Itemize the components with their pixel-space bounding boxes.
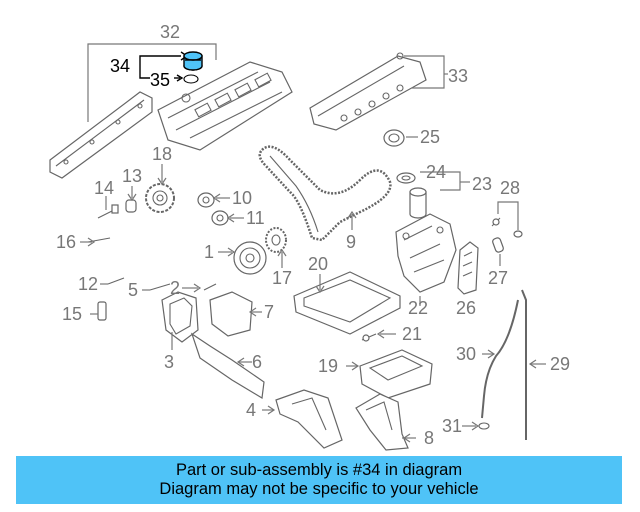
callout-28[interactable]: 28 — [500, 178, 520, 198]
callout-6[interactable]: 6 — [252, 352, 262, 372]
part-12-bolt — [100, 277, 125, 285]
part-30-dipstick-tube — [481, 299, 519, 419]
callout-26[interactable]: 26 — [456, 298, 476, 318]
part-19-oil-pan-lower — [346, 349, 433, 399]
part-10-roller — [197, 192, 230, 208]
callout-23[interactable]: 23 — [472, 174, 492, 194]
callout-32[interactable]: 32 — [160, 22, 180, 42]
callout-27[interactable]: 27 — [488, 268, 508, 288]
part-3-timing-cover — [161, 291, 199, 350]
callout-30[interactable]: 30 — [456, 344, 476, 364]
part-5-bolt — [142, 283, 171, 291]
callout-34[interactable]: 34 — [110, 56, 130, 76]
callout-11[interactable]: 11 — [246, 208, 265, 228]
callout-31[interactable]: 31 — [442, 416, 462, 436]
part-22-oil-pump — [395, 213, 457, 306]
part-8-bracket — [355, 393, 416, 451]
part-4-bracket — [262, 389, 343, 449]
callout-3[interactable]: 3 — [164, 352, 174, 372]
part-24-oil-filter — [396, 171, 470, 219]
parts-diagram: 32 34 35 33 25 18 13 14 10 11 16 1 17 9 … — [49, 22, 570, 451]
part-2-bolt — [182, 283, 217, 293]
part-35-seal — [139, 68, 199, 84]
callout-15[interactable]: 15 — [62, 304, 82, 324]
part-17-sprocket — [265, 227, 287, 268]
part-18-sprocket — [145, 164, 175, 213]
callout-14[interactable]: 14 — [94, 178, 114, 198]
callout-35[interactable]: 35 — [150, 70, 170, 90]
callout-21[interactable]: 21 — [402, 324, 422, 344]
callout-22[interactable]: 22 — [408, 298, 428, 318]
callout-19[interactable]: 19 — [318, 356, 338, 376]
part-29-dipstick — [521, 289, 546, 440]
part-31-oring — [462, 421, 490, 431]
callout-9[interactable]: 9 — [346, 232, 356, 252]
part-25-seal — [383, 129, 418, 147]
part-20-oil-pan-upper — [293, 271, 401, 335]
banner-line-1: Part or sub-assembly is #34 in diagram — [175, 461, 463, 479]
part-15-sensor — [90, 301, 107, 321]
callout-33[interactable]: 33 — [448, 66, 468, 86]
part-33-gasket — [309, 52, 448, 131]
callout-4[interactable]: 4 — [246, 400, 256, 420]
callout-2[interactable]: 2 — [170, 278, 180, 298]
part-26-cover — [457, 241, 479, 295]
part-34-oil-filler-cap[interactable] — [139, 51, 203, 71]
callout-20[interactable]: 20 — [308, 254, 328, 274]
part-6-cover — [190, 332, 265, 399]
part-27-sensor — [492, 237, 504, 266]
part-21-plug — [361, 329, 396, 342]
callout-12[interactable]: 12 — [78, 274, 98, 294]
valve-cover-left-strip — [49, 91, 153, 179]
callout-16[interactable]: 16 — [56, 232, 76, 252]
callout-10[interactable]: 10 — [232, 188, 252, 208]
callout-7[interactable]: 7 — [264, 302, 274, 322]
callout-25[interactable]: 25 — [420, 127, 440, 147]
part-7-cover — [209, 291, 262, 337]
part-28-sensors — [491, 201, 523, 238]
callout-1[interactable]: 1 — [204, 242, 214, 262]
callout-18[interactable]: 18 — [152, 144, 172, 164]
part-16-bolt — [80, 237, 111, 247]
banner-line-2: Diagram may not be specific to your vehi… — [159, 480, 479, 498]
callout-5[interactable]: 5 — [128, 280, 138, 300]
part-9-timing-belt — [258, 145, 392, 242]
part-13-tensioner — [125, 186, 137, 213]
valve-cover-left — [157, 61, 293, 151]
callout-8[interactable]: 8 — [424, 428, 434, 448]
part-11-pulley — [211, 210, 244, 226]
info-banner: Part or sub-assembly is #34 in diagram D… — [16, 456, 622, 504]
callout-13[interactable]: 13 — [122, 166, 142, 186]
part-32-bracket — [87, 43, 217, 122]
callout-24[interactable]: 24 — [426, 162, 446, 182]
callout-29[interactable]: 29 — [550, 354, 570, 374]
part-14-bolt — [97, 196, 119, 219]
callout-17[interactable]: 17 — [272, 268, 292, 288]
part-1-crank-pulley — [218, 241, 267, 275]
